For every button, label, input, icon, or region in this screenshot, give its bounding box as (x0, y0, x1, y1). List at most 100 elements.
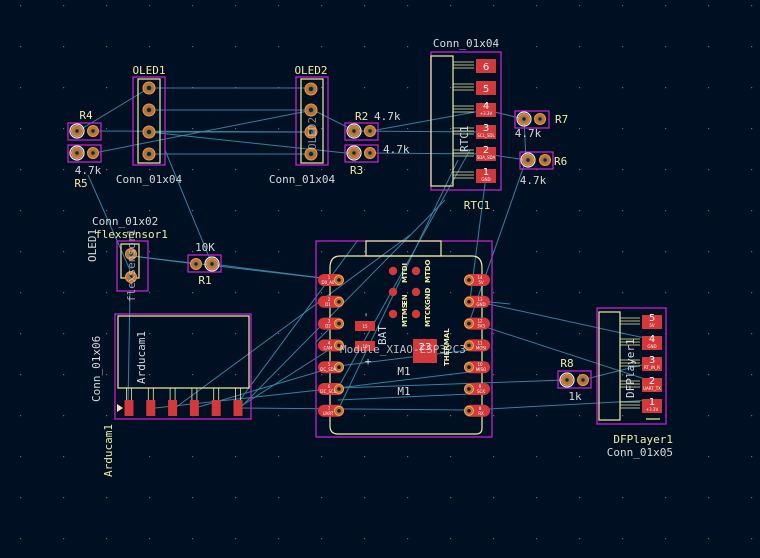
footprint-arducam1[interactable]: Conn_01x06 Arducam1 Arducam1 (90, 313, 252, 477)
grid-dot (235, 169, 237, 171)
r6-reference: R6 (554, 155, 567, 168)
footprint-oled1[interactable]: OLED1 Conn_01x04 (116, 64, 183, 186)
grid-dot (149, 538, 151, 540)
grid-dot (278, 497, 280, 499)
arducam1-pad[interactable] (189, 400, 199, 416)
footprint-oled2[interactable]: OLED2 Conn_01x04 OLED2 (269, 64, 336, 186)
dfplayer1-pad-name: 5V (649, 323, 655, 328)
m1-reference: M1 (397, 385, 410, 398)
grid-dot (536, 5, 538, 7)
dfplayer1-pad[interactable] (642, 336, 662, 350)
grid-dot (364, 497, 366, 499)
m1-thermal-label: THERMAL (443, 328, 451, 366)
footprint-r3[interactable]: 4.7k R3 (344, 143, 410, 177)
grid-dot (450, 169, 452, 171)
dfplayer1-reference: DFPlayer1 (613, 433, 673, 446)
rtc1-pad[interactable] (476, 169, 496, 183)
footprint-flexsensor1[interactable]: Conn_01x02 flexsensor1 OLED1 flexsensor1 (86, 215, 168, 302)
m1-jtag-pad[interactable] (411, 309, 421, 319)
arducam1-fab-text: Arducam1 (135, 331, 148, 384)
dfplayer1-pad-number: 2 (649, 376, 655, 387)
grid-dot (708, 333, 710, 335)
footprint-r8[interactable]: R8 1k (557, 357, 592, 403)
ratsnest-line (148, 131, 356, 155)
footprint-r2[interactable]: R2 4.7k (344, 110, 401, 141)
grid-dot (751, 497, 753, 499)
grid-dot (106, 374, 108, 376)
footprint-r1[interactable]: 10K R1 (187, 241, 222, 287)
m1-pad-number: 8 (479, 406, 482, 411)
m1-thermal-pad[interactable] (413, 339, 437, 363)
rtc1-pad[interactable] (476, 147, 496, 161)
grid-dot (751, 333, 753, 335)
rtc1-pad[interactable] (476, 103, 496, 117)
grid-dot (536, 497, 538, 499)
grid-dot (106, 497, 108, 499)
arducam1-outline (117, 315, 250, 389)
grid-dot (149, 5, 151, 7)
grid-dot (63, 169, 65, 171)
ratsnest-line (469, 321, 655, 383)
grid-dot (622, 46, 624, 48)
m1-jtag-pad[interactable] (411, 287, 421, 297)
grid-dot (450, 210, 452, 212)
rtc1-pad-name: SCL_SDL (477, 133, 495, 138)
footprint-r7[interactable]: R7 4.7k (514, 110, 569, 140)
grid-dot (235, 292, 237, 294)
ratsnest-line (337, 379, 567, 389)
rtc1-pad[interactable] (476, 125, 496, 139)
grid-dot (106, 251, 108, 253)
rtc1-pad[interactable] (476, 81, 496, 95)
dfplayer1-pad[interactable] (642, 315, 662, 329)
grid-dot (63, 497, 65, 499)
m1-pad-name: MISO (476, 367, 486, 372)
arducam1-pad[interactable] (124, 400, 134, 416)
grid-dot (321, 210, 323, 212)
grid-dot (149, 374, 151, 376)
footprint-r4[interactable]: R4 (67, 109, 102, 141)
m1-pad-name: GND (476, 302, 485, 307)
arducam1-pad[interactable] (211, 400, 221, 416)
m1-jtag-pad[interactable] (388, 266, 398, 276)
m1-jtag-label: MTMS (401, 303, 409, 327)
grid-dot (20, 456, 22, 458)
m1-bat-pad-2[interactable] (355, 341, 375, 351)
m1-pad-number: 2 (328, 297, 331, 302)
r6-courtyard (519, 151, 554, 170)
grid-dot (407, 169, 409, 171)
footprint-r6[interactable]: R6 4.7k (519, 151, 568, 187)
m1-pad-number: 4 (328, 340, 331, 345)
grid-dot (106, 292, 108, 294)
dfplayer1-pad[interactable] (642, 378, 662, 392)
grid-dot (579, 333, 581, 335)
grid-dot (407, 456, 409, 458)
grid-dot (149, 497, 151, 499)
m1-jtag-pad[interactable] (411, 266, 421, 276)
grid-dot (278, 292, 280, 294)
dfplayer1-pad[interactable] (642, 399, 662, 413)
arducam1-pad[interactable] (168, 400, 178, 416)
grid-dot (63, 46, 65, 48)
dfplayer1-pad[interactable] (642, 357, 662, 371)
grid-dot (278, 210, 280, 212)
arducam1-pad[interactable] (233, 400, 243, 416)
m1-pad-name: CAM (324, 345, 334, 350)
m1-jtag-pad[interactable] (388, 309, 398, 319)
arducam1-pad[interactable] (146, 400, 156, 416)
oled1-courtyard (132, 76, 166, 166)
m1-bat-pad-1[interactable] (355, 321, 375, 331)
m1-jtag-pad[interactable] (388, 287, 398, 297)
m1-pad-number: 5 (328, 362, 331, 367)
footprint-r5[interactable]: 4.7k R5 (67, 144, 102, 190)
m1-pad-name: 5V (478, 280, 484, 285)
grid-dot (63, 374, 65, 376)
grid-dot (63, 5, 65, 7)
grid-dot (407, 46, 409, 48)
pad-hole (337, 343, 341, 348)
rtc1-pad[interactable] (476, 59, 496, 73)
